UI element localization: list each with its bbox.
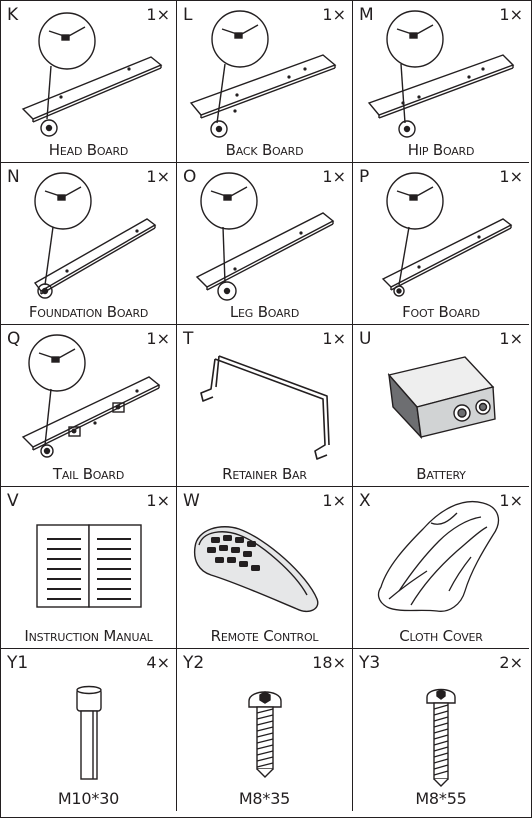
part-quantity: 1×	[146, 329, 170, 348]
part-name: Back Board	[225, 141, 304, 159]
part-name: Tail Board	[52, 465, 125, 483]
part-name: M8*35	[238, 789, 291, 808]
part-cell-m: M 1× Hip Board	[353, 1, 529, 163]
part-name: Head Board	[48, 141, 129, 159]
part-name: M8*55	[415, 789, 467, 808]
part-name: M10*30	[57, 789, 120, 808]
part-quantity: 1×	[146, 5, 170, 24]
part-cell-u: U 1× Battery	[353, 325, 529, 487]
part-letter: K	[7, 5, 19, 25]
part-letter: U	[359, 329, 372, 349]
part-name: Remote Control	[210, 627, 319, 645]
part-name: Cloth Cover	[399, 627, 483, 645]
part-letter: T	[183, 329, 194, 349]
part-letter: Y1	[7, 653, 29, 673]
part-letter: Y3	[359, 653, 381, 673]
part-letter: V	[7, 491, 19, 511]
part-cell-q: Q 1× Tail Board	[1, 325, 177, 487]
part-name: Foot Board	[402, 303, 480, 321]
part-quantity: 18×	[312, 653, 346, 672]
part-quantity: 1×	[499, 491, 523, 510]
part-letter: M	[359, 5, 374, 25]
part-cell-w: W 1× Remote Control	[177, 487, 353, 649]
part-letter: X	[359, 491, 371, 511]
board-icon	[33, 172, 157, 299]
part-letter: P	[359, 167, 370, 187]
part-cell-p: P 1× Foot Board	[353, 163, 529, 325]
screw-icon	[248, 691, 282, 778]
part-cell-t: T 1× Retainer Bar	[177, 325, 353, 487]
part-letter: N	[7, 167, 20, 187]
part-quantity: 1×	[499, 329, 523, 348]
part-cell-o: O 1× Leg Board	[177, 163, 353, 325]
part-quantity: 1×	[322, 491, 346, 510]
manual-icon	[36, 524, 142, 608]
part-name: Retainer Bar	[222, 465, 307, 483]
board-icon	[367, 10, 515, 138]
part-letter: Y2	[183, 653, 205, 673]
bolt-icon	[76, 685, 102, 780]
part-cell-n: N 1× Foundation Board	[1, 163, 177, 325]
remote-icon	[193, 526, 319, 613]
part-name: Leg Board	[229, 303, 300, 321]
part-cell-y3: Y3 2× M8*55	[353, 649, 529, 811]
part-quantity: 2×	[499, 653, 523, 672]
part-quantity: 4×	[146, 653, 170, 672]
part-quantity: 1×	[322, 167, 346, 186]
retainer-bar-icon	[200, 355, 330, 460]
part-quantity: 1×	[146, 167, 170, 186]
part-quantity: 1×	[146, 491, 170, 510]
part-cell-l: L 1× Back Board	[177, 1, 353, 163]
part-name: Instruction Manual	[24, 627, 153, 645]
part-letter: Q	[7, 329, 21, 349]
part-cell-k: K 1× Head Board	[1, 1, 177, 163]
part-name: Foundation Board	[28, 303, 149, 321]
board-icon	[189, 10, 337, 138]
part-cell-y1: Y1 4× M10*30	[1, 649, 177, 811]
screw-icon	[426, 688, 456, 787]
board-icon	[381, 172, 513, 297]
part-name: Battery	[416, 465, 466, 483]
part-quantity: 1×	[499, 5, 523, 24]
part-cell-y2: Y2 18× M8*35	[177, 649, 353, 811]
battery-icon	[387, 356, 496, 440]
board-icon	[21, 334, 161, 458]
part-letter: W	[183, 491, 200, 511]
part-quantity: 1×	[499, 167, 523, 186]
board-icon	[195, 172, 335, 301]
cloth-cover-icon	[377, 501, 500, 612]
part-name: Hip Board	[407, 141, 475, 159]
part-letter: L	[183, 5, 193, 25]
part-cell-x: X 1× Cloth Cover	[353, 487, 529, 649]
board-icon	[21, 12, 163, 137]
part-quantity: 1×	[322, 329, 346, 348]
part-quantity: 1×	[322, 5, 346, 24]
part-letter: O	[183, 167, 197, 187]
part-cell-v: V 1× Instruction Manual	[1, 487, 177, 649]
